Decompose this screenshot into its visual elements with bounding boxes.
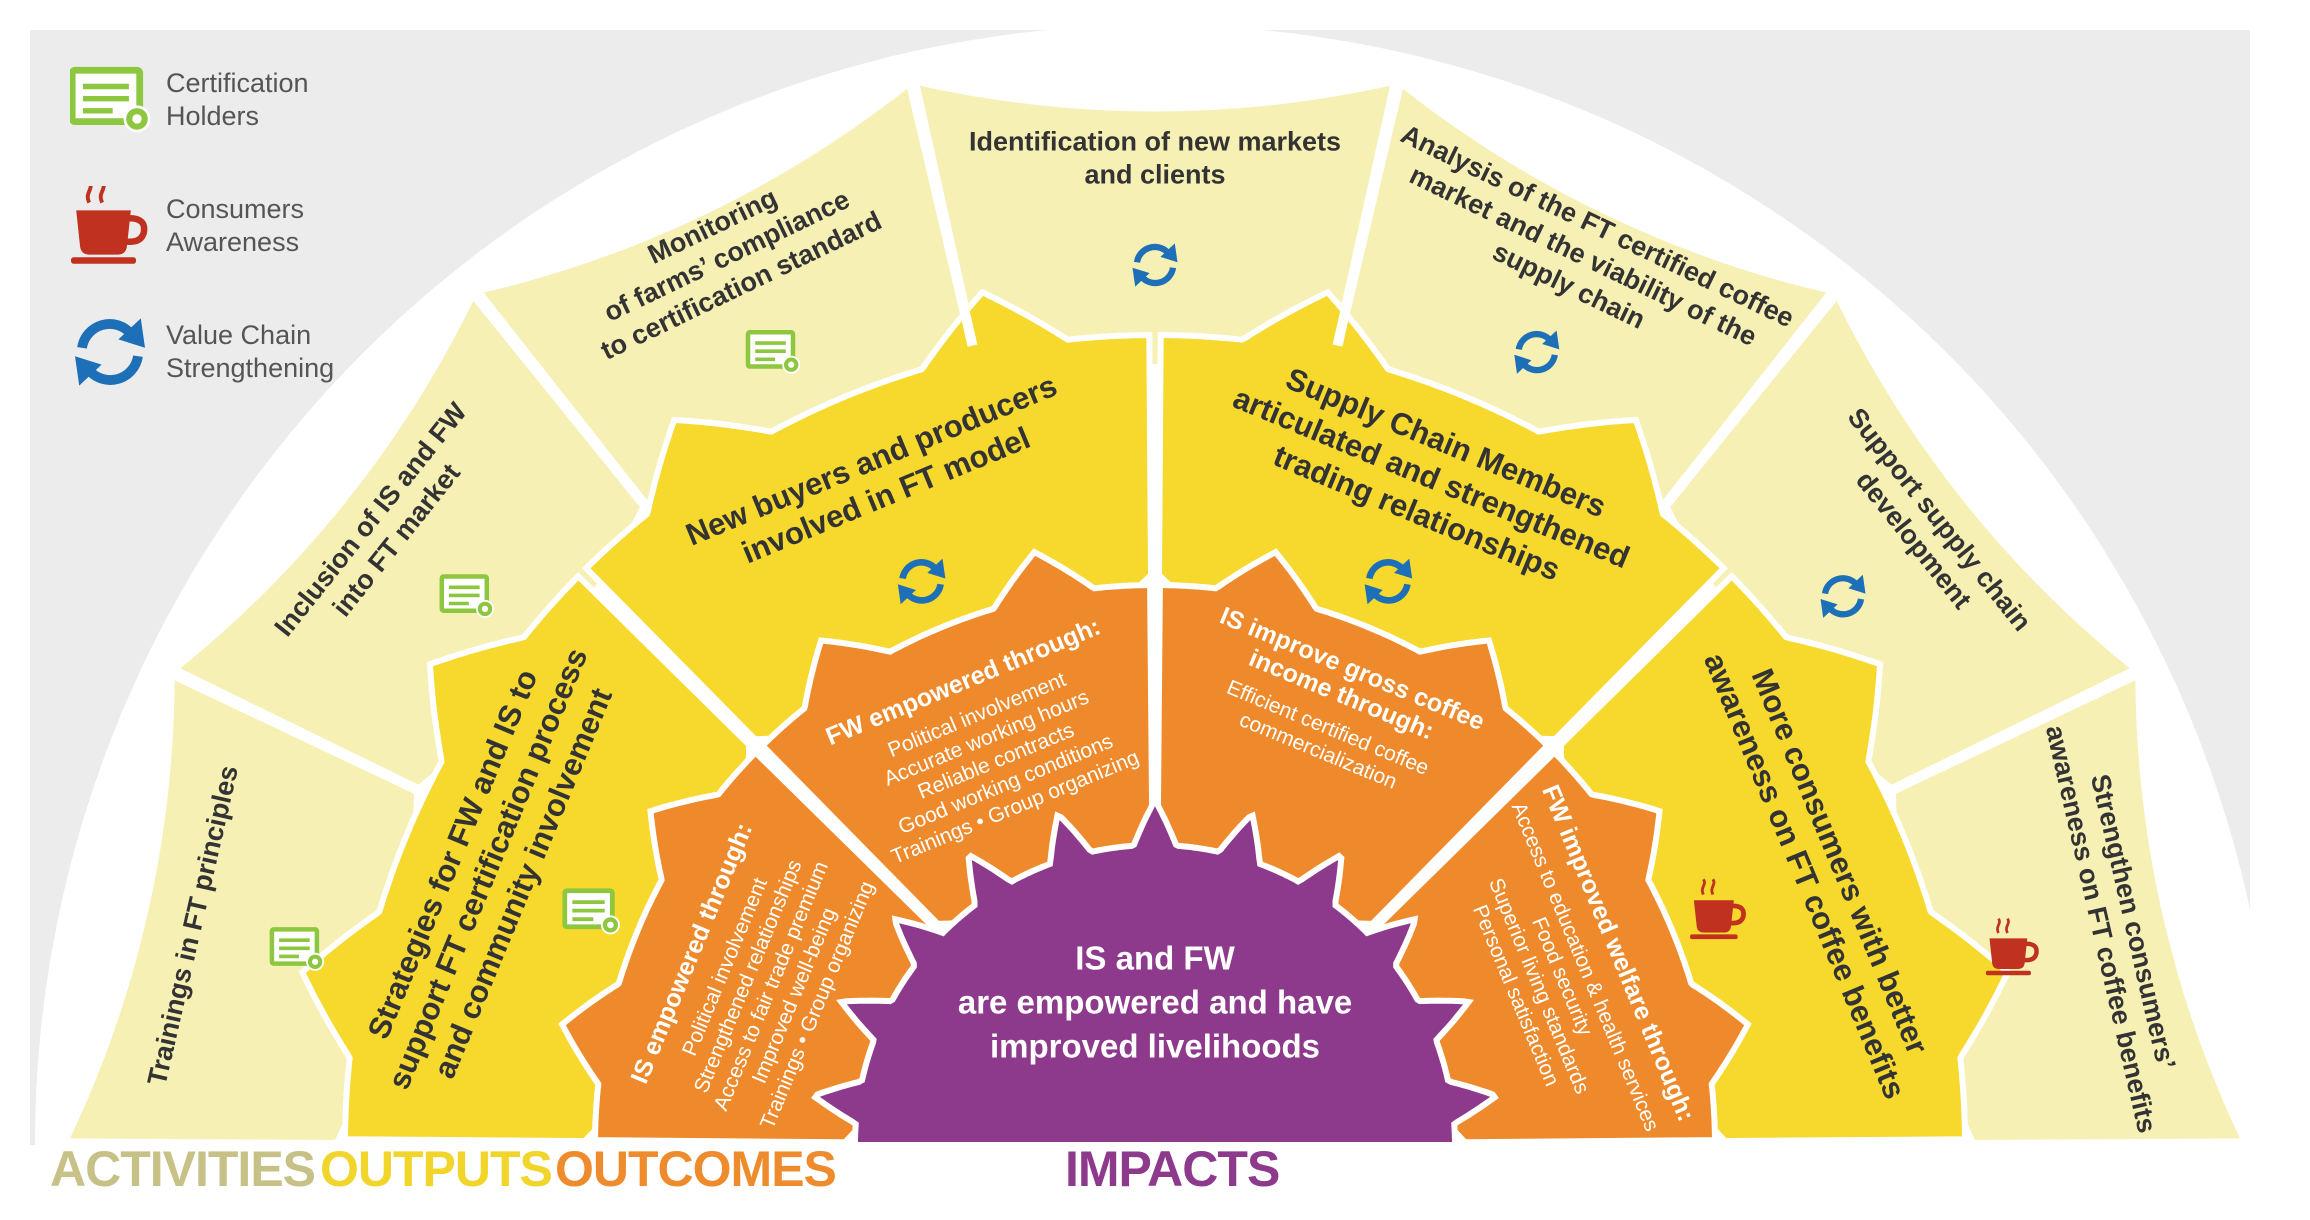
outcome-segment xyxy=(558,748,937,1146)
certificate-icon xyxy=(442,577,493,618)
legend-item-value-chain: Value Chain Strengthening xyxy=(70,312,350,392)
stage-labels: ACTIVITIES OUTPUTS OUTCOMES IMPACTS xyxy=(0,1140,2310,1210)
outcome-segment xyxy=(1373,748,1752,1146)
label-line: are empowered and have xyxy=(958,984,1352,1021)
cycle-arrows-icon xyxy=(70,312,150,392)
certificate-icon xyxy=(748,332,799,373)
impact-core xyxy=(811,793,1499,1148)
coffee-cup-icon xyxy=(70,186,150,266)
label-line: and clients xyxy=(1084,160,1225,190)
legend-label: Consumers Awareness xyxy=(166,194,305,257)
stage-label-activities: ACTIVITIES xyxy=(50,1141,316,1197)
label-line: Identification of new markets xyxy=(969,127,1341,157)
stage-label-impacts: IMPACTS xyxy=(1065,1141,1280,1197)
certificate-icon xyxy=(272,929,323,970)
label-line: IS and FW xyxy=(1075,940,1235,977)
certificate-icon xyxy=(70,60,150,140)
impact-label: IS and FW are empowered and have improved … xyxy=(958,940,1352,1065)
stage-label-outcomes: OUTCOMES xyxy=(555,1141,837,1197)
activity-segment xyxy=(920,85,1390,364)
legend-item-consumers: Consumers Awareness xyxy=(70,186,350,266)
label-line: improved livelihoods xyxy=(990,1028,1320,1065)
legend-item-certification: Certification Holders xyxy=(70,60,350,140)
legend-label: Certification Holders xyxy=(166,68,309,131)
legend: Certification Holders Consumers Awarenes… xyxy=(70,60,350,438)
legend-label: Value Chain Strengthening xyxy=(166,320,335,383)
certificate-icon xyxy=(565,891,619,934)
stage-label-outputs: OUTPUTS xyxy=(320,1141,553,1197)
